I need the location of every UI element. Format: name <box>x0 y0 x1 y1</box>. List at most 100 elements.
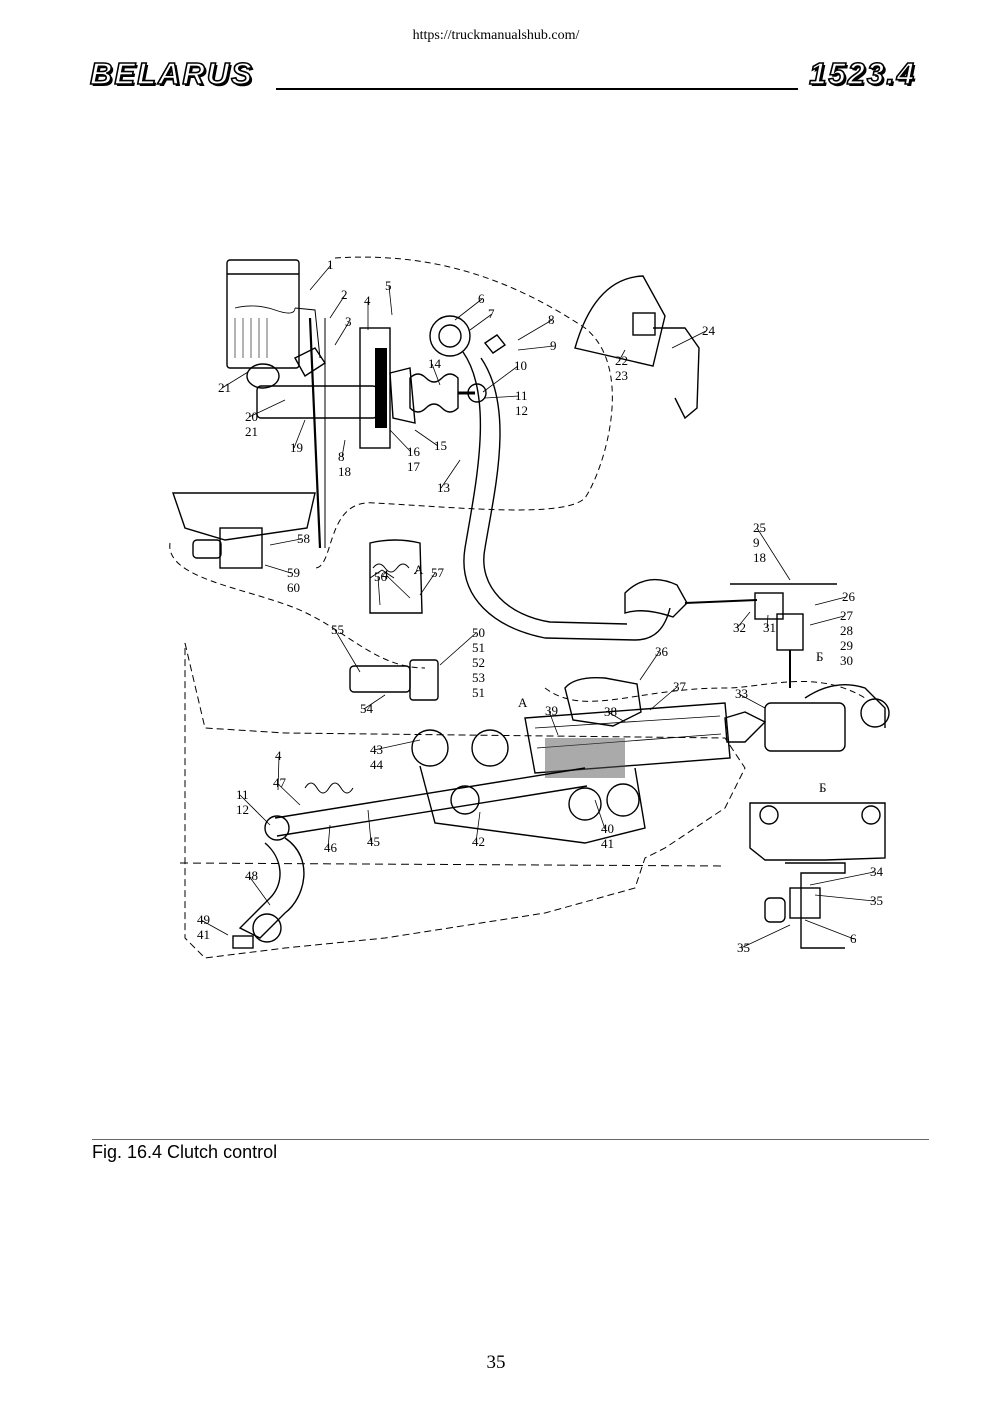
part-label: 34 <box>870 864 884 879</box>
part-label: 35 <box>870 893 883 908</box>
leader-line <box>809 871 875 886</box>
part-label: 26 <box>842 589 856 604</box>
leader-line <box>414 429 439 447</box>
leader-line <box>269 538 302 546</box>
part-label: 58 <box>297 531 310 546</box>
diagram-svg: 1234567892120211981814101112151617132223… <box>169 256 890 959</box>
leader-line <box>766 614 769 629</box>
part-label: 10 <box>514 358 527 373</box>
page-number: 35 <box>486 1352 506 1373</box>
leader-line <box>419 572 436 596</box>
part-label: 36 <box>655 644 669 659</box>
leader-line <box>385 574 411 599</box>
leader-line <box>309 264 332 291</box>
part-label: 31 <box>763 620 776 635</box>
part-label: 9 <box>550 338 557 353</box>
leader-line <box>607 711 626 723</box>
leader-line <box>440 459 461 489</box>
leader-line <box>618 349 626 362</box>
leader-line <box>738 693 766 709</box>
part-label: 6 <box>850 931 857 946</box>
leader-line <box>264 564 292 574</box>
leader-line <box>377 576 381 606</box>
leader-line <box>736 611 751 629</box>
leader-line <box>341 439 346 458</box>
part-label: 47 <box>273 775 287 790</box>
part-label: 39 <box>545 703 558 718</box>
leader-line <box>548 710 559 736</box>
leader-line <box>367 809 372 843</box>
part-label: 55 <box>331 622 344 637</box>
part-label: Б <box>819 780 826 795</box>
leader-line <box>363 694 386 710</box>
leader-line <box>293 419 306 449</box>
leader-line <box>334 321 350 346</box>
leader-line <box>756 527 791 581</box>
leader-line <box>484 395 520 399</box>
leader-line <box>454 298 483 321</box>
part-label: 32 <box>733 620 746 635</box>
part-label: 46 <box>324 840 338 855</box>
part-label: 33 <box>735 686 748 701</box>
leader-line <box>671 330 707 349</box>
source-url[interactable]: https://truckmanualshub.com/ <box>412 28 580 43</box>
leader-line <box>804 919 855 940</box>
leader-line <box>413 569 419 575</box>
part-label: 13 <box>437 480 450 495</box>
part-label: 56 <box>374 569 388 584</box>
header-rule <box>276 88 798 90</box>
leader-line <box>482 365 519 393</box>
leader-line <box>517 319 553 341</box>
leader-line <box>639 651 660 681</box>
leader-line <box>649 686 678 711</box>
leader-line <box>431 363 441 386</box>
leader-line <box>373 739 421 751</box>
part-label: 38 <box>604 704 617 719</box>
diagram-drawing <box>169 256 890 959</box>
leader-line <box>594 799 606 830</box>
leader-line <box>388 285 393 316</box>
part-label: 4 <box>364 293 371 308</box>
part-label: 1 <box>327 257 334 272</box>
part-label: 24 <box>702 323 716 338</box>
part-label: 15 <box>434 438 447 453</box>
leader-line <box>469 313 493 331</box>
leader-line <box>814 894 875 902</box>
caption-rule <box>92 1139 929 1140</box>
leader-line <box>334 629 361 673</box>
leader-line <box>475 811 481 843</box>
part-label: 6 <box>478 291 485 306</box>
part-label: 42 <box>472 834 485 849</box>
part-label: 48 <box>245 868 258 883</box>
leader-line <box>814 596 847 606</box>
leader-line <box>248 875 271 906</box>
leader-line <box>439 632 477 666</box>
part-label: 4 <box>382 567 389 582</box>
part-label: 8 <box>548 312 555 327</box>
leader-line <box>239 794 271 826</box>
leader-line <box>809 615 845 626</box>
leader-line <box>740 924 791 949</box>
leader-line <box>329 294 346 319</box>
part-label: 45 <box>367 834 380 849</box>
leader-line <box>200 919 229 936</box>
figure-caption: Fig. 16.4 Clutch control <box>92 1142 278 1162</box>
part-label: A <box>518 695 528 710</box>
leader-line <box>276 782 301 806</box>
brand-logo: BELARUS <box>89 55 254 92</box>
part-label: 21 <box>218 380 231 395</box>
